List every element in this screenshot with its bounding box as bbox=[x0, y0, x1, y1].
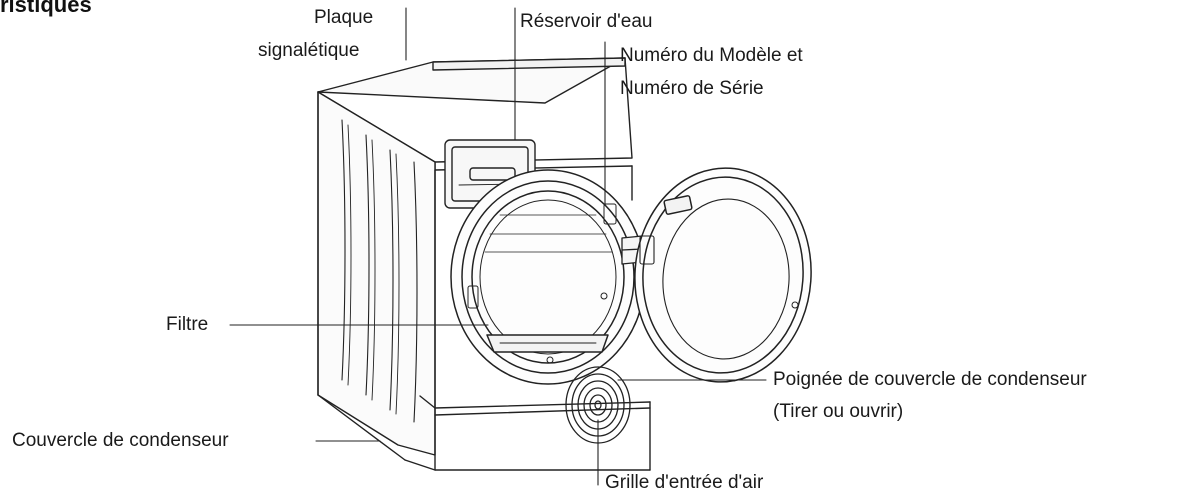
label-plaque-line1: Plaque bbox=[314, 7, 374, 28]
label-reservoir: Réservoir d'eau bbox=[520, 11, 653, 32]
cabinet bbox=[317, 57, 651, 471]
door-opening bbox=[450, 169, 646, 385]
label-plaque: Plaque bbox=[314, 6, 373, 30]
label-poignee-line2: (Tirer ou ouvrir) bbox=[773, 401, 904, 422]
leader-lines bbox=[229, 7, 767, 486]
label-grille: Grille d'entrée d'air bbox=[605, 472, 764, 493]
label-model-line1: Numéro du Modèle et bbox=[620, 45, 803, 66]
label-poignee-line1: Poignée de couvercle de condenseur bbox=[773, 369, 1087, 390]
label-couvercle: Couvercle de condenseur bbox=[12, 430, 229, 451]
section-title: ristiques bbox=[0, 0, 92, 17]
label-plaque-2: signalétique bbox=[258, 39, 359, 63]
label-plaque-line2: signalétique bbox=[258, 40, 360, 61]
label-filtre: Filtre bbox=[166, 314, 209, 335]
open-door bbox=[634, 167, 812, 383]
label-model-line2: Numéro de Série bbox=[620, 78, 764, 99]
